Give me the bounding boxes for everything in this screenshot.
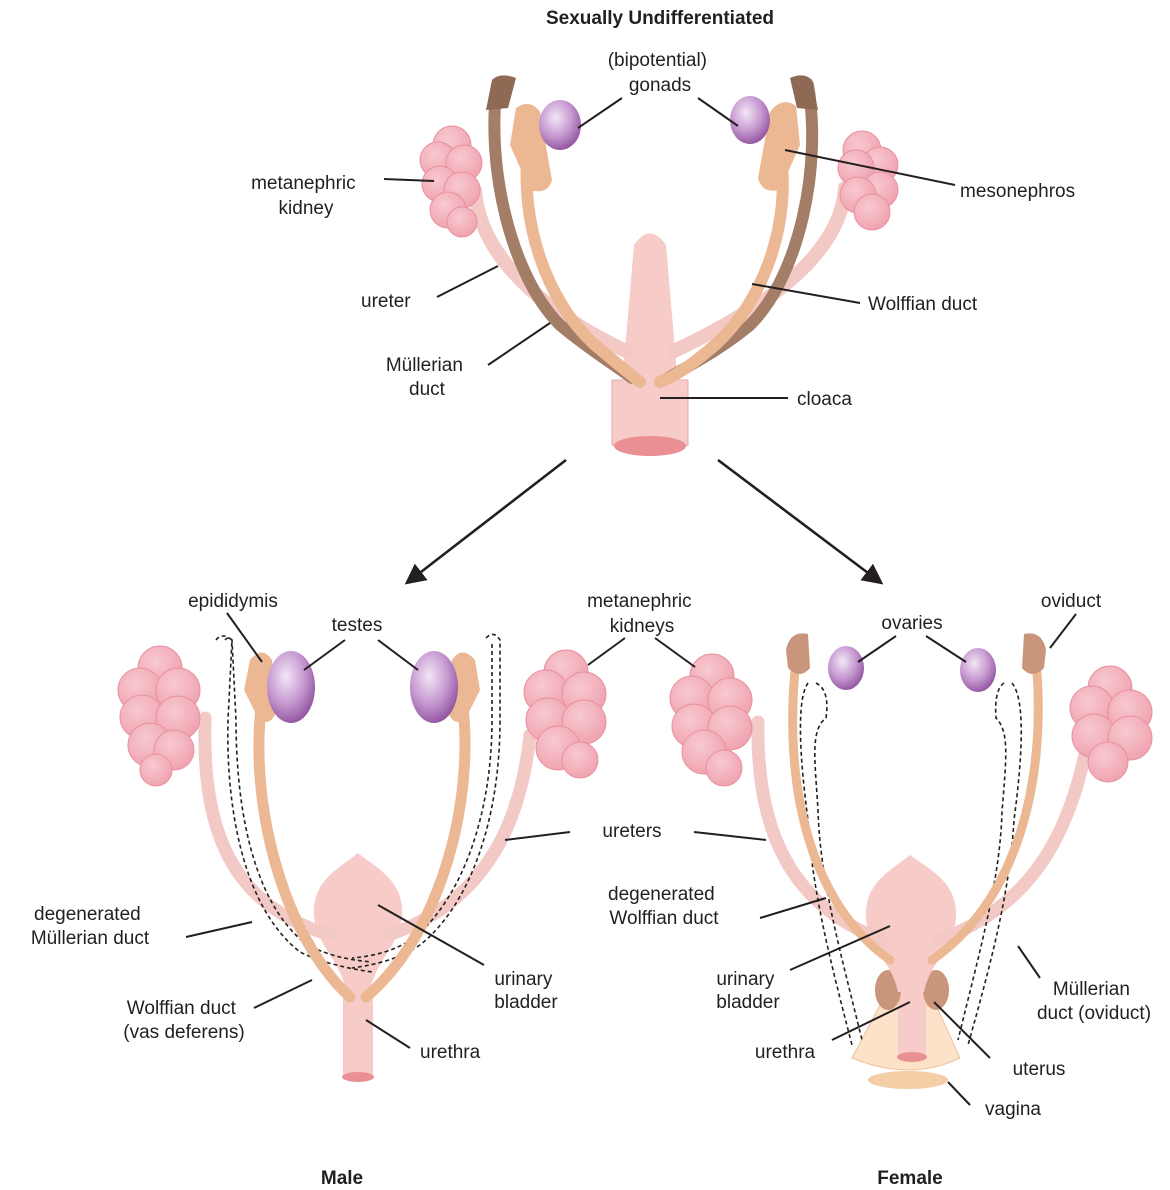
leader-degen-mullerian [186, 922, 252, 937]
ureter-left [475, 190, 628, 352]
leader-ureters-right [694, 832, 766, 840]
label-female-bladder: urinary bladder [716, 969, 780, 1013]
leader-testis-left [304, 640, 345, 670]
label-testes: testes [332, 615, 383, 636]
label-male-wolffian: Wolffian duct (vas deferens) [123, 998, 244, 1043]
label-male-bladder: urinary bladder [494, 969, 558, 1013]
ovary-left [828, 646, 864, 690]
ureter-right [672, 188, 845, 352]
testis-right [410, 651, 458, 723]
male-kidney-left [118, 646, 200, 786]
female-degen-wolffian-right [958, 683, 1006, 1040]
bipotential-gonad-right [730, 96, 770, 144]
label-gonads: (bipotential) gonads [608, 50, 713, 96]
female-degen-wolffian-left [815, 683, 862, 1040]
oviduct-funnel-left [786, 633, 810, 674]
arrow-to-female [718, 460, 880, 582]
label-female-mullerian: Müllerian duct (oviduct) [1037, 979, 1151, 1024]
label-ureters: ureters [602, 821, 661, 842]
label-uterus: uterus [1013, 1059, 1066, 1080]
leader-ureters-left [505, 832, 570, 840]
female-urethra-tube [898, 985, 926, 1057]
male-kidney-right [524, 650, 606, 778]
leader-ovary-left [858, 636, 896, 662]
title-female: Female [877, 1168, 942, 1189]
metanephric-kidney-right [838, 131, 898, 230]
female-kidney-left [670, 654, 752, 786]
arrow-to-male [408, 460, 566, 582]
label-ovaries: ovaries [881, 613, 942, 634]
label-male-urethra: urethra [420, 1042, 481, 1063]
label-degen-mullerian: degenerated Müllerian duct [31, 904, 150, 949]
label-female-urethra: urethra [755, 1042, 816, 1063]
leader-mullerian [488, 323, 550, 365]
vagina-opening [868, 1071, 948, 1089]
leader-gonad-left [578, 98, 622, 128]
leader-female-mullerian [1018, 946, 1040, 978]
label-oviduct: oviduct [1041, 591, 1102, 612]
label-vagina: vagina [985, 1099, 1041, 1120]
female-bladder [866, 855, 956, 992]
leader-testis-right [378, 640, 418, 670]
cloaca-opening [614, 436, 686, 456]
leader-ovary-right [926, 636, 966, 662]
label-metanephric-kidney: metanephric kidney [251, 173, 361, 219]
title-male: Male [321, 1168, 363, 1189]
label-epididymis: epididymis [188, 591, 278, 612]
leader-kidneys-left [588, 638, 625, 665]
male-urethra-opening [342, 1072, 374, 1082]
ovary-right [960, 648, 996, 692]
undifferentiated-diagram: (bipotential) gonads metanephric kidney … [251, 50, 1075, 456]
title-undifferentiated: Sexually Undifferentiated [546, 8, 774, 29]
bipotential-gonad-left [539, 100, 581, 150]
testis-left [267, 651, 315, 723]
leader-kidneys-right [655, 638, 695, 667]
label-mesonephros: mesonephros [960, 181, 1075, 202]
mullerian-tip-right [790, 75, 818, 110]
label-ureter: ureter [361, 291, 411, 312]
female-urethra-opening [897, 1052, 927, 1062]
leader-male-wolffian [254, 980, 312, 1008]
label-cloaca: cloaca [797, 389, 852, 410]
urogenital-sinus [622, 234, 678, 386]
leader-vagina [948, 1082, 970, 1105]
leader-ureter [437, 266, 498, 297]
mullerian-tip-left [486, 75, 516, 110]
oviduct-funnel-right [1022, 633, 1046, 674]
female-degen-wolffian-left-outer [800, 683, 852, 1045]
label-metanephric-kidneys: metanephric kidneys [587, 591, 697, 637]
label-wolffian-duct: Wolffian duct [868, 294, 978, 315]
leader-oviduct [1050, 614, 1076, 648]
label-mullerian-duct: Müllerian duct [386, 355, 468, 400]
label-degen-wolffian: degenerated Wolffian duct [608, 884, 720, 929]
